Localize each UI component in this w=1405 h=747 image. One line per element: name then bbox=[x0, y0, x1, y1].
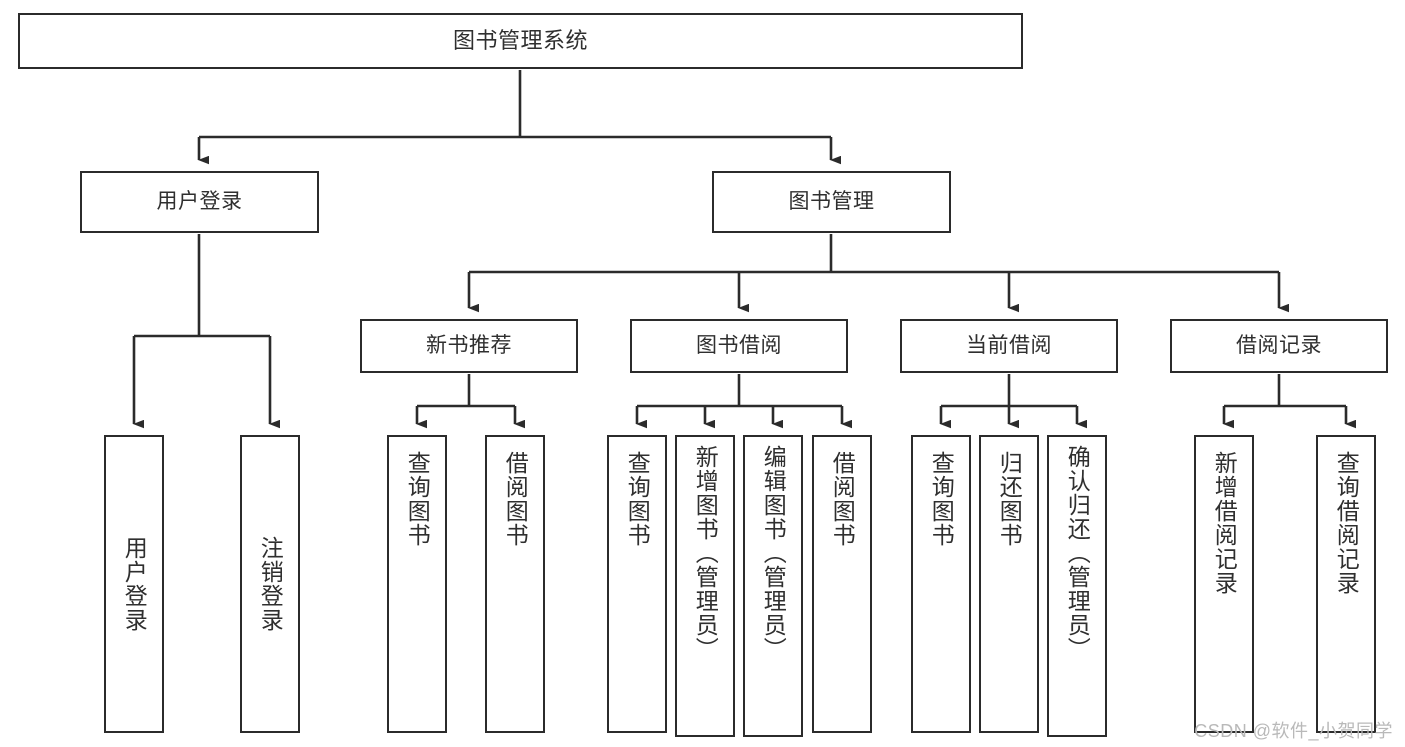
node-label: 编辑图书（管理员） bbox=[760, 445, 787, 661]
node-label: 当前借阅 bbox=[966, 333, 1052, 357]
node-label: 借阅记录 bbox=[1236, 333, 1322, 357]
node-label: 图书管理系统 bbox=[452, 28, 588, 54]
node-label: 借阅图书 bbox=[829, 451, 856, 547]
node-current-borrow[interactable]: 当前借阅 bbox=[900, 319, 1118, 373]
node-label: 查询借阅记录 bbox=[1333, 451, 1360, 595]
node-label: 借阅图书 bbox=[502, 451, 529, 547]
node-leaf-add-book-admin[interactable]: 新增图书（管理员） bbox=[675, 435, 735, 737]
node-leaf-query-book-current[interactable]: 查询图书 bbox=[911, 435, 971, 733]
node-root-book-management-system[interactable]: 图书管理系统 bbox=[18, 13, 1023, 69]
node-book-management[interactable]: 图书管理 bbox=[712, 171, 951, 233]
node-new-book-recommend[interactable]: 新书推荐 bbox=[360, 319, 578, 373]
node-leaf-query-borrow-record[interactable]: 查询借阅记录 bbox=[1316, 435, 1376, 733]
node-leaf-borrow-book-recommend[interactable]: 借阅图书 bbox=[485, 435, 545, 733]
node-label: 新增借阅记录 bbox=[1211, 451, 1238, 595]
node-label: 查询图书 bbox=[404, 451, 431, 547]
node-label: 用户登录 bbox=[156, 189, 243, 213]
node-label: 归还图书 bbox=[996, 451, 1023, 547]
node-book-borrow[interactable]: 图书借阅 bbox=[630, 319, 848, 373]
node-leaf-return-book[interactable]: 归还图书 bbox=[979, 435, 1039, 733]
node-leaf-query-book-borrow[interactable]: 查询图书 bbox=[607, 435, 667, 733]
node-leaf-logout[interactable]: 注销登录 bbox=[240, 435, 300, 733]
node-label: 查询图书 bbox=[624, 451, 651, 547]
node-label: 查询图书 bbox=[928, 451, 955, 547]
node-label: 图书借阅 bbox=[696, 333, 782, 357]
node-user-login[interactable]: 用户登录 bbox=[80, 171, 319, 233]
node-label: 用户登录 bbox=[121, 536, 148, 632]
node-leaf-query-book-recommend[interactable]: 查询图书 bbox=[387, 435, 447, 733]
node-borrow-record[interactable]: 借阅记录 bbox=[1170, 319, 1388, 373]
node-label: 确认归还（管理员） bbox=[1064, 445, 1091, 661]
node-leaf-user-login[interactable]: 用户登录 bbox=[104, 435, 164, 733]
node-leaf-add-borrow-record[interactable]: 新增借阅记录 bbox=[1194, 435, 1254, 733]
node-leaf-borrow-book-borrow[interactable]: 借阅图书 bbox=[812, 435, 872, 733]
node-leaf-confirm-return-admin[interactable]: 确认归还（管理员） bbox=[1047, 435, 1107, 737]
node-leaf-edit-book-admin[interactable]: 编辑图书（管理员） bbox=[743, 435, 803, 737]
node-label: 注销登录 bbox=[257, 536, 284, 632]
csdn-watermark: CSDN @软件_小贺同学 bbox=[1194, 721, 1393, 741]
node-label: 新书推荐 bbox=[426, 333, 512, 357]
node-label: 新增图书（管理员） bbox=[692, 445, 719, 661]
node-label: 图书管理 bbox=[788, 189, 875, 213]
